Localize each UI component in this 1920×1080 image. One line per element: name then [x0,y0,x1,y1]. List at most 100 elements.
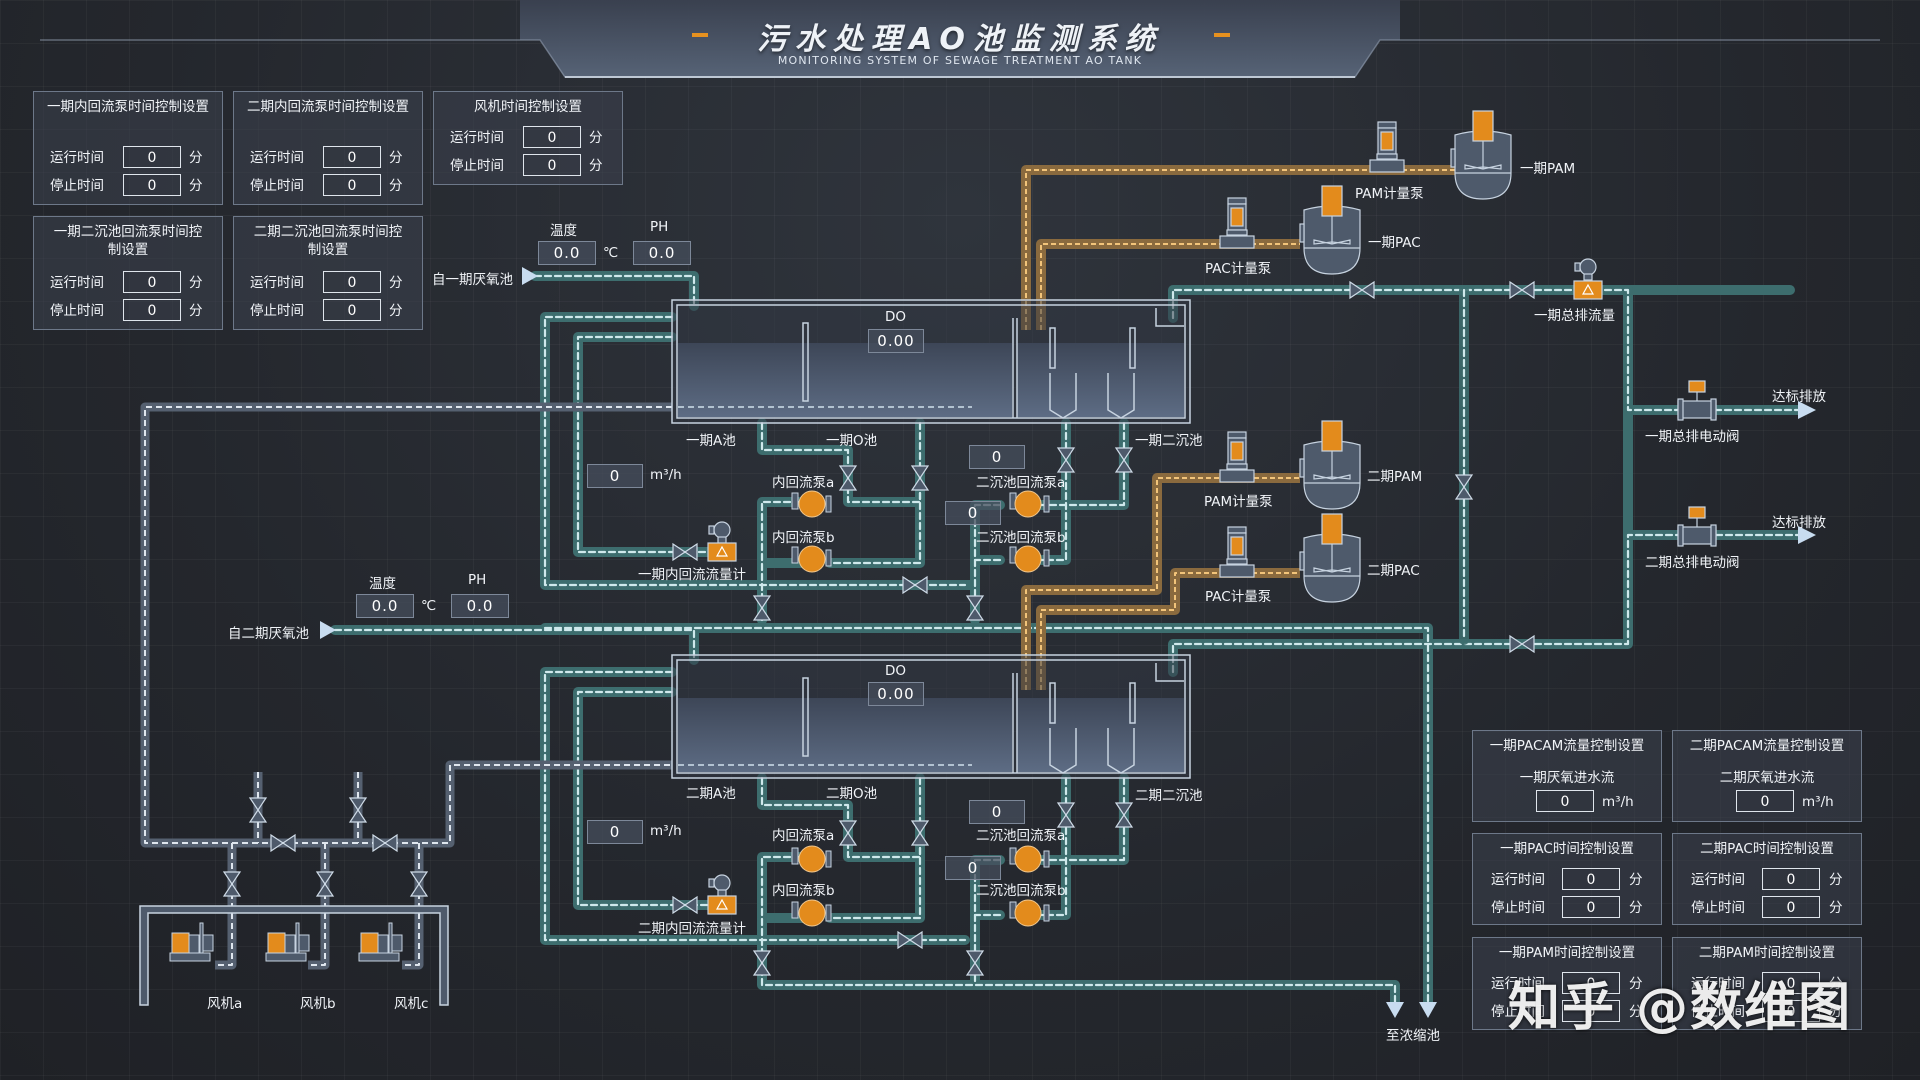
p2-pac-metering-pump-icon [1219,526,1255,578]
stop-time-input[interactable]: 0 [123,174,181,196]
run-time-input[interactable]: 0 [1562,972,1620,994]
flow-input[interactable]: 0 [1736,790,1794,812]
p1-temp-label: 温度 [550,223,577,239]
stop-time-label: 停止时间 [50,178,104,194]
p1-inner-pump-b-label: 内回流泵b [772,530,835,546]
panel-subtitle: 一期厌氧进水流 [1519,770,1615,786]
p2-flowmeter-label: 二期内回流流量计 [638,921,746,937]
p1-sed-pump-b-readout: 0 [945,501,1001,525]
p2-temp-readout: 0.0 [356,594,414,618]
run-time-input[interactable]: 0 [1762,972,1820,994]
stop-time-input[interactable]: 0 [123,299,181,321]
stop-time-label: 停止时间 [1691,900,1745,916]
run-time-input[interactable]: 0 [1762,868,1820,890]
p1-pam-pump-label: PAM计量泵 [1355,186,1424,202]
p1-temp-unit: ℃ [603,245,619,261]
blower-a-icon [169,922,214,962]
sludge-arrow-2-icon [1419,1002,1437,1018]
unit-label: 分 [1629,900,1643,916]
p2-do-readout: 0.00 [868,682,924,706]
p2-sed-pump-b-icon [1009,899,1050,927]
unit-label: m³/h [1602,794,1634,810]
blower-house [139,905,449,1006]
unit-label: 分 [1829,1004,1843,1020]
p2-pam-tank-icon [1299,420,1361,510]
unit-label: 分 [1629,976,1643,992]
p1-pac-tank-icon [1299,185,1361,275]
title-left-dash [692,33,708,37]
panel-subtitle: 二期厌氧进水流 [1719,770,1815,786]
unit-label: 分 [1829,976,1843,992]
p1-sed-pump-a-icon [1009,490,1050,518]
p2-pam-tank-label: 二期PAM [1367,469,1423,485]
page-title: 污水处理AO池监测系统 [757,22,1163,57]
p1-sed-pump-a-readout: 0 [969,445,1025,469]
p1-inner-pump-a-icon [791,490,832,518]
panel-title: 二期PAC时间控制设置 [1700,841,1834,857]
blower-b-label: 风机b [300,996,336,1012]
p1-sed-tank-label: 一期二沉池 [1135,433,1203,449]
p2-flow-readout: 0 [587,820,643,844]
run-time-input[interactable]: 0 [123,146,181,168]
stop-time-input[interactable]: 0 [523,154,581,176]
stop-time-input[interactable]: 0 [1562,896,1620,918]
stop-time-label: 停止时间 [250,178,304,194]
p2-pac-tank-icon [1299,513,1361,603]
run-time-input[interactable]: 0 [523,126,581,148]
page-subtitle: MONITORING SYSTEM OF SEWAGE TREATMENT AO… [777,54,1143,67]
unit-label: 分 [1629,872,1643,888]
unit-label: 分 [189,178,203,194]
stop-time-input[interactable]: 0 [1762,896,1820,918]
run-time-input[interactable]: 0 [123,271,181,293]
sludge-outlet-label: 至浓缩池 [1386,1028,1440,1044]
unit-label: 分 [389,150,403,166]
run-time-label: 运行时间 [1491,872,1545,888]
run-time-label: 运行时间 [250,275,304,291]
p1-inner-pump-b-icon [791,545,832,573]
phase1-ao-tank [671,299,1191,424]
p2-temp-unit: ℃ [421,598,437,614]
p2-do-label: DO [885,663,907,679]
stop-time-input[interactable]: 0 [1562,1000,1620,1022]
unit-label: 分 [389,178,403,194]
p1-inlet-arrow-icon [522,267,538,285]
p2-sed-pump-a-label: 二沉池回流泵a [976,828,1066,844]
unit-label: 分 [189,150,203,166]
run-time-input[interactable]: 0 [323,146,381,168]
stop-time-label: 停止时间 [1491,1004,1545,1020]
p1-pam-tank-icon [1450,110,1512,200]
p1-a-tank-label: 一期A池 [686,433,736,449]
run-time-input[interactable]: 0 [323,271,381,293]
stop-time-label: 停止时间 [1691,1004,1745,1020]
run-time-label: 运行时间 [50,275,104,291]
p2-inner-pump-b-icon [791,899,832,927]
p1-pam-metering-pump-icon [1369,121,1405,173]
run-time-input[interactable]: 0 [1562,868,1620,890]
stop-time-input[interactable]: 0 [1762,1000,1820,1022]
p2-o-tank-label: 二期O池 [826,786,878,802]
p1-flow-unit: m³/h [650,467,682,483]
p1-o-tank-label: 一期O池 [826,433,878,449]
blower-c-label: 风机c [394,996,429,1012]
stop-time-label: 停止时间 [250,303,304,319]
p2-pam-metering-pump-icon [1219,431,1255,483]
run-time-label: 运行时间 [1691,872,1745,888]
unit-label: 分 [589,158,603,174]
stop-time-input[interactable]: 0 [323,299,381,321]
p2-pac-pump-label: PAC计量泵 [1205,589,1272,605]
phase2-ao-tank [671,654,1191,779]
blower-a-label: 风机a [207,996,243,1012]
flow-input[interactable]: 0 [1536,790,1594,812]
p2-pam-pump-label: PAM计量泵 [1204,494,1273,510]
run-time-label: 运行时间 [450,130,504,146]
stop-time-input[interactable]: 0 [323,174,381,196]
p2-discharge-valve-label: 二期总排电动阀 [1645,555,1740,571]
panel-title: 一期PAC时间控制设置 [1500,841,1634,857]
